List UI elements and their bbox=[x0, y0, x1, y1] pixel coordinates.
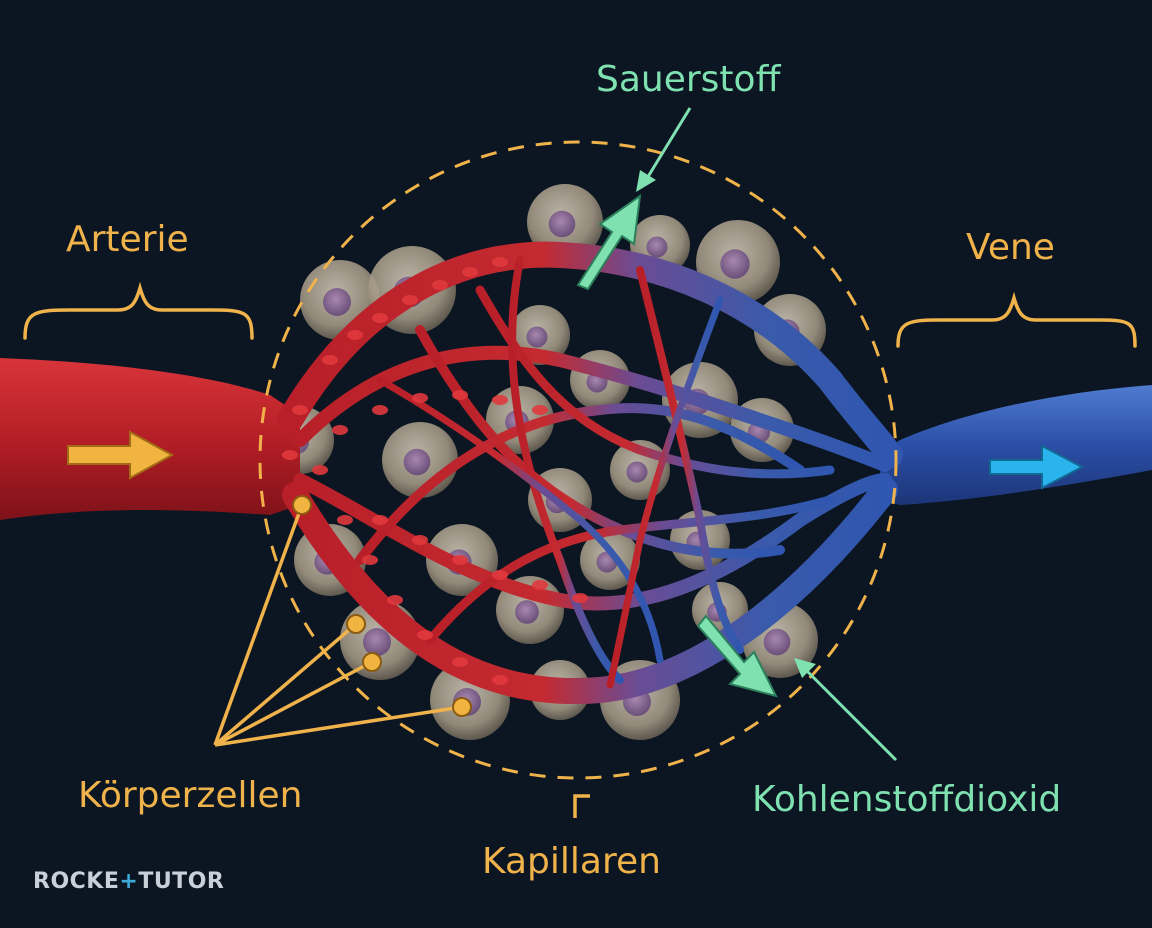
red-blood-cell bbox=[332, 425, 348, 435]
arterie-label: Arterie bbox=[66, 219, 189, 260]
arrow-down-right-icon bbox=[696, 614, 778, 698]
red-blood-cell bbox=[492, 257, 508, 267]
logo-text-left: ROCKE bbox=[33, 869, 120, 894]
vein-vessel bbox=[880, 385, 1152, 505]
capillary-branch bbox=[606, 296, 724, 689]
kohlenstoffdioxid-pointer-head bbox=[794, 658, 816, 678]
red-blood-cell bbox=[452, 555, 468, 565]
capillary-branch bbox=[415, 325, 785, 559]
red-blood-cell bbox=[372, 405, 388, 415]
red-blood-cell bbox=[412, 535, 428, 545]
red-blood-cell bbox=[492, 395, 508, 405]
red-blood-cell bbox=[387, 595, 403, 605]
sauerstoff-pointer bbox=[644, 107, 692, 181]
capillary-network bbox=[277, 241, 903, 704]
red-blood-cell bbox=[322, 355, 338, 365]
red-blood-cell bbox=[292, 405, 308, 415]
capillary-branch bbox=[425, 495, 835, 645]
red-blood-cell bbox=[337, 515, 353, 525]
kohlenstoffdioxid-pointer bbox=[804, 668, 898, 762]
red-blood-cell bbox=[412, 393, 428, 403]
kapillaren-bracket bbox=[573, 794, 590, 818]
vene-brace bbox=[896, 291, 1137, 348]
red-blood-cell bbox=[282, 450, 298, 460]
red-blood-cell bbox=[362, 555, 378, 565]
red-blood-cell bbox=[372, 313, 388, 323]
red-blood-cell bbox=[532, 580, 548, 590]
red-blood-cell bbox=[452, 657, 468, 667]
red-blood-cell bbox=[532, 405, 548, 415]
capillary-branch bbox=[376, 376, 664, 664]
red-blood-cell bbox=[312, 465, 328, 475]
red-blood-cell bbox=[492, 570, 508, 580]
red-blood-cell bbox=[417, 630, 433, 640]
arrow-right-icon bbox=[989, 444, 1085, 490]
body-cell bbox=[382, 422, 458, 498]
arterie-brace bbox=[23, 281, 254, 340]
sauerstoff-pointer-head bbox=[636, 170, 656, 192]
capillary-branch bbox=[508, 256, 624, 684]
capillary-zone-circle bbox=[258, 140, 898, 780]
red-blood-cell bbox=[402, 295, 418, 305]
vene-label: Vene bbox=[966, 227, 1055, 268]
red-blood-cell bbox=[347, 330, 363, 340]
kapillaren-label: Kapillaren bbox=[482, 841, 661, 882]
capillary-branch bbox=[282, 477, 898, 704]
koerperzellen-pointer-dots bbox=[292, 495, 472, 717]
red-blood-cell bbox=[432, 280, 448, 290]
capillary-branch bbox=[293, 345, 892, 472]
arrow-up-right-icon bbox=[576, 193, 642, 291]
kohlenstoffdioxid-label: Kohlenstoffdioxid bbox=[752, 779, 1062, 820]
brand-logo: ROCKE+TUTOR bbox=[33, 871, 224, 893]
capillary-branch bbox=[277, 241, 903, 468]
arrow-right-icon bbox=[67, 430, 175, 480]
sauerstoff-label: Sauerstoff bbox=[596, 59, 781, 100]
red-blood-cell bbox=[492, 675, 508, 685]
koerperzellen-label: Körperzellen bbox=[78, 775, 303, 816]
red-blood-cell bbox=[452, 390, 468, 400]
red-blood-cell bbox=[462, 267, 478, 277]
logo-plus: + bbox=[119, 869, 139, 894]
body-cell bbox=[527, 184, 603, 260]
red-blood-cell bbox=[372, 515, 388, 525]
red-blood-cell bbox=[572, 593, 588, 603]
logo-text-right: TUTOR bbox=[138, 869, 225, 894]
koerperzellen-pointers bbox=[213, 504, 463, 747]
capillary-branch bbox=[636, 266, 744, 654]
artery-vessel bbox=[0, 358, 300, 520]
capillary-branch bbox=[355, 403, 805, 565]
